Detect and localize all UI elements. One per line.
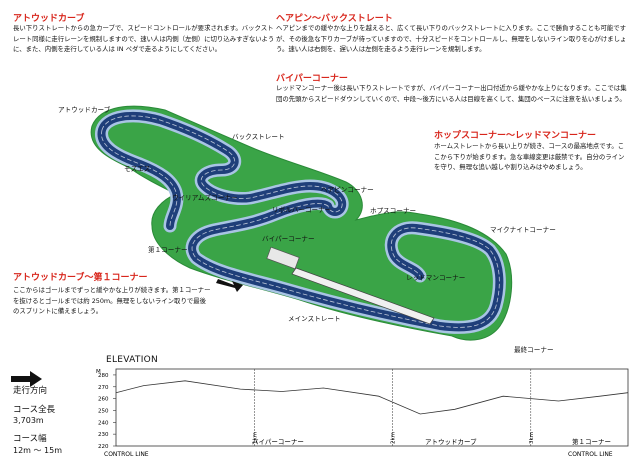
corner-outward: アトウッドカーブ <box>425 437 477 446</box>
legend-width-label: コース幅 <box>13 434 47 444</box>
corner-viper: バイパーコーナー <box>252 438 304 446</box>
section-title-hairpin-back: ヘアピン～バックストレート <box>276 14 393 24</box>
label-main-straight: メインストレート <box>288 315 341 323</box>
section-body-hop: ホームストレートから長い上りが続き、コースの最高地点です。ここから下りが始まりま… <box>434 142 625 172</box>
label-outward-curve: アトウッドカーブ <box>58 106 111 114</box>
label-hairpin: ヘアピンコーナー <box>321 186 374 194</box>
label-back-straight: バックストレート <box>232 133 285 141</box>
y-tick-label: 280 <box>98 373 109 379</box>
elevation-unit: M <box>96 369 101 375</box>
legend-total-value: 3,703m <box>13 416 44 425</box>
km-label: 2km <box>391 432 397 444</box>
label-williams: ウイリアムズコーナー <box>172 194 238 202</box>
y-tick-label: 220 <box>98 444 109 450</box>
y-tick-label: 260 <box>98 397 109 403</box>
section-title-viper: バイパーコーナー <box>276 74 348 84</box>
y-tick-label: 250 <box>98 408 109 414</box>
section-title-outward-curve: アトウッドカーブ <box>13 14 85 24</box>
direction-arrow-map <box>216 279 243 292</box>
label-viper: バイパーコーナー <box>262 235 315 243</box>
km-label: 1km <box>252 432 258 444</box>
y-tick-label: 270 <box>98 385 109 391</box>
section-body-viper: レッドマンコーナー後は長い下りストレートですが、バイパーコーナー出口付近から緩や… <box>276 84 627 103</box>
grass-area <box>90 105 513 341</box>
section-body-hairpin-back: ヘアピンまでの緩やかな上りを越えると、広くて長い下りのバックストレートに入ります… <box>276 24 627 54</box>
label-hop: ホプスコーナー <box>370 207 417 215</box>
pit-building <box>266 246 300 270</box>
label-first-corner: 第１コーナー <box>148 246 188 254</box>
control-line-left: CONTROL LINE <box>104 451 149 458</box>
label-redman: レッドマンコーナー <box>406 274 466 282</box>
section-title-hop: ホップスコーナー～レッドマンコーナー <box>434 131 597 141</box>
label-moss: モスエス <box>124 165 151 173</box>
section-title-first-corner: アトウッドカーブ～第１コーナー <box>13 273 148 283</box>
elevation-title: ELEVATION <box>106 355 159 365</box>
section-body-first-corner: ここからはゴールまでずっと緩やかな上りが続きます。第１コーナーを抜けるとゴールま… <box>13 286 211 316</box>
section-body-outward-curve: 長い下りストレートからの急カーブで、スピードコントロールが要求されます。バックス… <box>13 24 275 54</box>
control-line-right: CONTROL LINE <box>568 451 613 458</box>
km-label: 3km <box>529 432 535 444</box>
grandstand <box>291 267 435 325</box>
legend-direction: 走行方向 <box>13 386 48 396</box>
corner-first: 第１コーナー <box>572 437 611 446</box>
label-mike: マイクナイトコーナー <box>490 226 556 234</box>
y-tick-label: 230 <box>98 432 109 438</box>
legend-arrow-icon <box>11 371 42 387</box>
y-tick-label: 240 <box>98 420 109 426</box>
label-last-corner: 最終コーナー <box>514 346 554 354</box>
legend-width-value: 12m 〜 15m <box>13 446 63 455</box>
elevation-line <box>115 380 629 415</box>
legend-total-label: コース全長 <box>13 405 56 415</box>
label-ribbon: リボルバーコーナー <box>272 206 332 214</box>
